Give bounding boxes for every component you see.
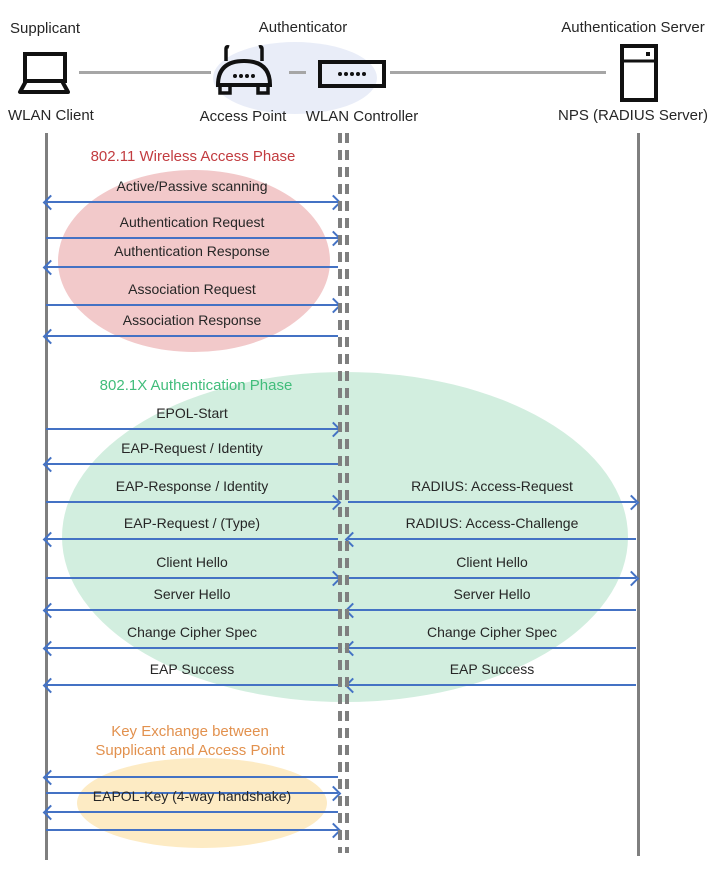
lifeline-supplicant	[45, 133, 48, 860]
message-arrow	[42, 769, 338, 786]
phase3-ellipse	[77, 758, 327, 848]
message-label: Authentication Response	[114, 243, 270, 259]
message-arrow	[42, 328, 338, 345]
message-label: EPOL-Start	[156, 405, 228, 421]
message-arrow	[42, 804, 338, 821]
lifeline-authenticator-right	[345, 133, 349, 853]
message-arrow	[46, 297, 342, 314]
message-arrow	[46, 230, 342, 247]
message-label: Association Response	[122, 312, 262, 328]
authenticator-role-label: Authenticator	[258, 19, 348, 36]
phase3-title: Key Exchange between Supplicant and Acce…	[57, 722, 323, 760]
message-label: EAPOL-Key (4-way handshake)	[92, 788, 292, 804]
message-arrow	[46, 785, 342, 802]
phase2-title: 802.1X Authentication Phase	[99, 377, 293, 394]
message-label: EAP-Request / Identity	[121, 440, 263, 456]
message-label: Change Cipher Spec	[427, 624, 557, 640]
message-label: Client Hello	[156, 554, 228, 570]
message-arrow	[348, 494, 640, 511]
message-arrow	[46, 494, 342, 511]
wlan-controller-icon	[318, 60, 386, 88]
message-arrow	[42, 677, 338, 694]
message-label: Client Hello	[456, 554, 528, 570]
auth-server-role-label: Authentication Server	[561, 19, 705, 36]
message-label: EAP-Response / Identity	[115, 478, 269, 494]
wlan-client-label: WLAN Client	[8, 107, 94, 124]
message-arrow	[42, 456, 338, 473]
message-arrow	[42, 602, 338, 619]
message-arrow	[42, 194, 342, 211]
phase3-title-line2: Supplicant and Access Point	[95, 742, 285, 759]
message-arrow	[344, 602, 636, 619]
connector-ap-controller-dash	[289, 71, 306, 74]
lifeline-authenticator-left	[338, 133, 342, 853]
access-point-label: Access Point	[199, 108, 287, 125]
message-arrow	[348, 570, 640, 587]
message-label: EAP-Request / (Type)	[123, 515, 261, 531]
message-label: Authentication Request	[119, 214, 265, 230]
message-arrow	[344, 677, 636, 694]
laptop-icon	[10, 52, 78, 96]
phase1-ellipse	[58, 170, 330, 352]
message-arrow	[42, 259, 338, 276]
phase3-title-line1: Key Exchange between	[111, 723, 269, 740]
nps-label: NPS (RADIUS Server)	[557, 107, 709, 124]
phase1-title: 802.11 Wireless Access Phase	[90, 148, 296, 165]
access-point-icon	[212, 45, 278, 97]
connector-controller-server	[390, 71, 606, 74]
message-arrow	[344, 640, 636, 657]
message-label: Association Request	[128, 281, 256, 297]
message-arrow	[344, 531, 636, 548]
connector-client-ap	[79, 71, 211, 74]
message-label: Change Cipher Spec	[127, 624, 257, 640]
authenticator-group-ellipse	[213, 42, 377, 114]
message-label: RADIUS: Access-Challenge	[405, 515, 579, 531]
message-arrow	[46, 822, 342, 839]
message-arrow	[46, 570, 342, 587]
message-label: Server Hello	[153, 586, 231, 602]
wlan-controller-label: WLAN Controller	[305, 108, 419, 125]
message-arrow	[42, 640, 338, 657]
message-label: EAP Success	[149, 661, 235, 677]
message-label: EAP Success	[449, 661, 535, 677]
message-label: Active/Passive scanning	[116, 178, 268, 194]
message-arrow	[46, 421, 342, 438]
message-arrow	[42, 531, 338, 548]
message-label: RADIUS: Access-Request	[411, 478, 573, 494]
message-label: Server Hello	[453, 586, 531, 602]
server-icon	[620, 44, 658, 102]
lifeline-auth-server	[637, 133, 640, 856]
supplicant-role-label: Supplicant	[10, 20, 81, 37]
